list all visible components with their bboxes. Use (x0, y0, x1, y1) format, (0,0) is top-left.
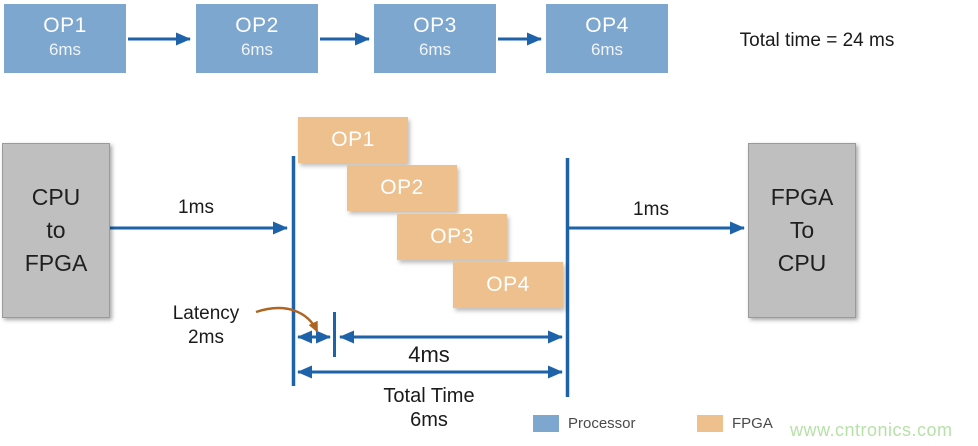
op-label: OP1 (331, 128, 375, 151)
total-time-label: Total Time (383, 385, 475, 407)
op-time: 6ms (240, 40, 274, 59)
op-label: OP1 (43, 14, 87, 37)
op-label: OP3 (430, 225, 474, 248)
op-label: OP4 (585, 14, 629, 37)
sequential-op-box-3: OP3 6ms (374, 4, 496, 73)
sequential-total-time-label: Total time = 24 ms (739, 30, 895, 51)
fpga-to-cpu-label: FPGA To CPU (770, 184, 834, 276)
legend-fpga-label: FPGA (732, 415, 773, 432)
op-time: 6ms (48, 40, 82, 59)
cpu-to-fpga-label: CPU to FPGA (24, 184, 88, 276)
op-time: 6ms (590, 40, 624, 59)
cpu-to-fpga-box: CPU to FPGA (2, 143, 110, 318)
fpga-swatch-icon (697, 415, 723, 432)
legend-item-fpga: FPGA (697, 415, 773, 432)
op-label: OP4 (486, 273, 530, 296)
processor-swatch-icon (533, 415, 559, 432)
sequential-op-box-2: OP2 6ms (196, 4, 318, 73)
op-label: OP2 (235, 14, 279, 37)
processing-span-label: 4ms (408, 342, 450, 367)
op-time: 6ms (418, 40, 452, 59)
pipeline-op-box-4: OP4 (453, 262, 563, 308)
pipeline-op-box-2: OP2 (347, 165, 457, 211)
latency-label: Latency (172, 303, 240, 324)
latency-callout-arrow (255, 306, 319, 333)
legend-processor-label: Processor (568, 415, 636, 432)
transfer-in-time-label: 1ms (178, 197, 214, 218)
watermark: www.cntronics.com (790, 420, 953, 440)
legend-item-processor: Processor (533, 415, 636, 432)
transfer-out-time-label: 1ms (633, 199, 669, 220)
op-label: OP3 (413, 14, 457, 37)
pipeline-op-box-1: OP1 (298, 117, 408, 163)
pipeline-op-box-3: OP3 (397, 214, 507, 260)
sequential-op-box-4: OP4 6ms (546, 4, 668, 73)
total-time-value: 6ms (410, 409, 448, 431)
latency-value: 2ms (188, 327, 224, 348)
sequential-op-box-1: OP1 6ms (4, 4, 126, 73)
op-label: OP2 (380, 176, 424, 199)
fpga-to-cpu-box: FPGA To CPU (748, 143, 856, 318)
